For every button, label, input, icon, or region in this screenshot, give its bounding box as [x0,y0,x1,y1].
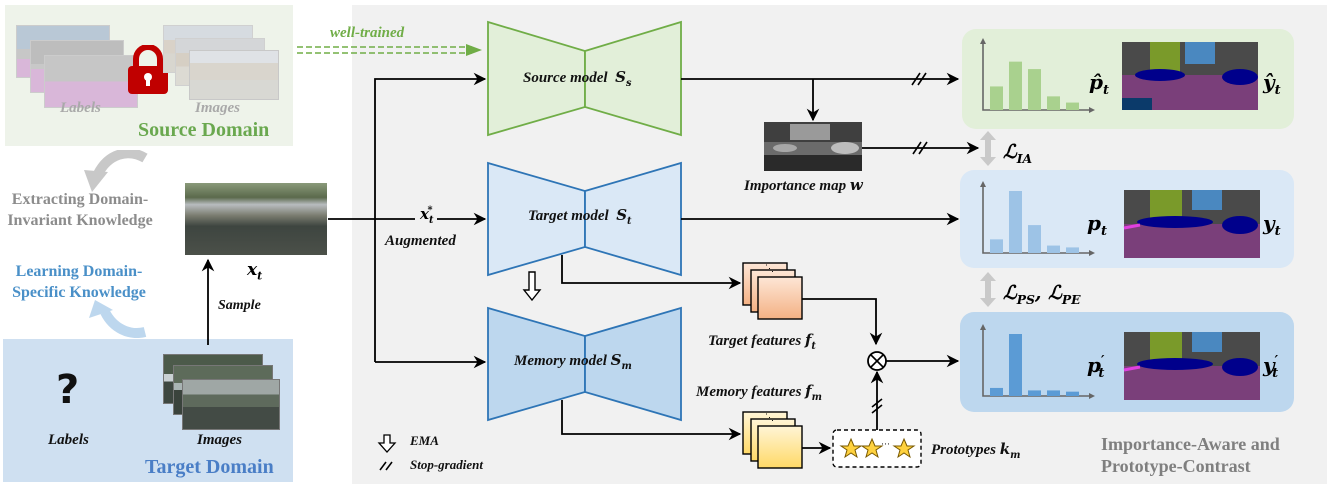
distribution-bar [1047,245,1060,253]
well-trained-arrow [297,44,482,56]
distribution-bar [1028,390,1041,396]
legend-ema-label: EMA [410,433,439,448]
well-trained-label: well-trained [330,25,405,41]
axis-arrow-icon [980,324,986,330]
distribution-bar [1047,390,1060,396]
memory-features-label: Memory features fm [696,382,822,403]
distribution-charts [980,38,1095,399]
ema-arrow-icon [522,271,542,302]
memory-model-shape [487,306,682,422]
target-model-shape [487,161,682,277]
chart-axes [982,326,1093,397]
target-pred-symbol: yt [1263,211,1281,239]
target-domain-title: Target Domain [145,456,274,478]
input-connectors [201,72,487,369]
source-labels-caption: Labels [60,100,101,116]
target-images-caption: Images [197,432,242,448]
augmented-input-symbol: xt* [420,205,434,226]
source-prob-symbol: p̂t [1089,70,1109,98]
source-domain-title: Source Domain [138,119,270,141]
target-prob-symbol: pt [1087,211,1107,239]
target-segmentation-map [1123,190,1260,258]
target-model-label: Target model St [528,206,632,227]
lock-icon [128,45,168,94]
distribution-bar [1066,247,1079,253]
axis-arrow-icon [980,181,986,187]
legend-stop-gradient-icon [379,461,393,471]
memory-segmentation-map [1123,332,1260,400]
distribution-bar [1066,102,1079,110]
source-domain-panel: Labels Images Source Domain [5,5,293,146]
target-sample-image [185,183,327,255]
legend-ema-icon [377,434,397,453]
extracting-knowledge-note: Extracting Domain- Invariant Knowledge [7,191,153,229]
target-domain-panel: ? Labels Images Target Domain [3,339,293,482]
learning-knowledge-note: Learning Domain- Specific Knowledge [12,263,146,301]
learn-curve-arrow [89,300,147,338]
sample-arrow-label: Sample [218,298,261,313]
extract-curve-arrow [84,150,148,192]
target-feature-connector [561,255,883,346]
target-features-stack: ⋱ [742,262,803,320]
source-segmentation-map [1122,42,1258,110]
memory-feature-connector [561,370,884,455]
star-icon [860,437,884,459]
source-model-label: Source model Ss [523,68,632,89]
axis-arrow-icon [1089,107,1095,113]
source-image [189,50,279,100]
sample-image-label: xt [247,260,263,283]
distribution-bar [1028,69,1041,110]
loss-ia-label: ℒIA [1003,141,1033,166]
prototype-star-icons [839,437,916,459]
multiply-icon [867,351,887,371]
loss-ps-pe-label: ℒPS, ℒPE [1003,282,1081,307]
prototype-ellipsis: ··· [881,439,890,449]
svg-text:⋱: ⋱ [765,412,774,422]
axis-arrow-icon [1089,393,1095,399]
svg-text:⋱: ⋱ [765,263,774,273]
distribution-bar [1047,96,1060,110]
star-icon [839,437,863,459]
source-pred-symbol: ŷt [1263,70,1281,98]
distribution-bar [990,239,1003,253]
distribution-bar [1066,391,1079,396]
target-labels-caption: Labels [48,432,89,448]
loss-ia-double-arrow [980,131,996,166]
legend-stop-gradient-label: Stop-gradient [410,457,483,472]
importance-map-label: Importance map w [744,176,863,194]
framework-title: Importance-Aware and Prototype-Contrast [1101,434,1280,476]
source-label-map [44,55,138,108]
loss-ps-pe-double-arrow [980,272,996,307]
target-image [182,379,280,430]
stop-gradient-mark [871,398,883,414]
augmented-label: Augmented [385,233,456,249]
axis-arrow-icon [1089,250,1095,256]
distribution-bar [1028,225,1041,253]
distribution-bar [1009,61,1022,110]
importance-map-image [764,122,862,171]
stop-gradient-mark [912,141,928,155]
distribution-bar [990,86,1003,110]
source-images-caption: Images [195,100,240,116]
memory-model-label: Memory model Sm [514,351,632,372]
distribution-bar [990,387,1003,396]
star-icon [892,437,916,459]
source-output-arrow [681,72,960,122]
memory-features-stack: ⋱ [742,411,803,469]
source-model-shape [487,20,682,137]
distribution-bar [1009,334,1022,396]
memory-pred-symbol: y′t [1263,353,1279,381]
stop-gradient-mark [911,72,927,86]
target-features-label: Target features ft [708,331,816,352]
distribution-bar [1009,191,1022,253]
prototypes-label: Prototypes km [931,440,1021,461]
axis-arrow-icon [980,38,986,44]
unknown-labels-icon: ? [56,367,80,413]
memory-prob-symbol: p′t [1087,353,1105,381]
